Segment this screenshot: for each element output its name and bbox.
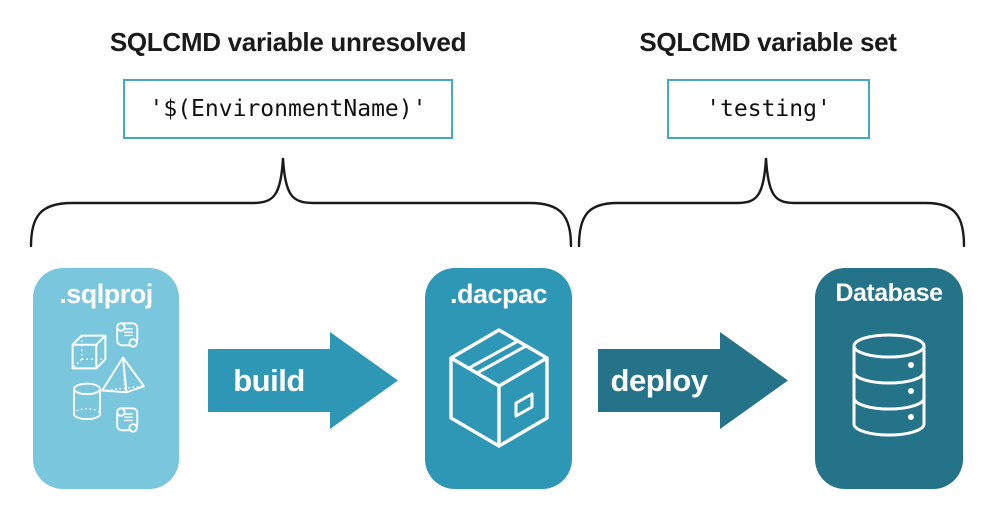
script-scroll-icon xyxy=(113,320,141,350)
stage-label-database: Database xyxy=(835,279,943,307)
cube-icon xyxy=(69,332,109,372)
heading-sqlcmd-set: SQLCMD variable set xyxy=(639,27,897,57)
brace-right-icon xyxy=(576,150,967,248)
code-value-set: 'testing' xyxy=(706,96,831,122)
brace-left-icon xyxy=(28,150,574,248)
pyramid-icon xyxy=(99,354,147,394)
stage-label-dacpac: .dacpac xyxy=(449,279,548,309)
cylinder-icon xyxy=(71,382,103,420)
build-arrow: build xyxy=(208,332,398,429)
build-arrow-label: build xyxy=(233,362,305,398)
script-scroll-icon xyxy=(113,404,141,436)
stage-card-dacpac: .dacpac xyxy=(425,268,572,489)
database-cylinder-icon xyxy=(849,330,929,442)
stage-card-sqlproj: .sqlproj xyxy=(33,268,179,489)
package-box-icon xyxy=(444,324,554,464)
code-box-unresolved: '$(EnvironmentName)' xyxy=(123,79,453,139)
code-box-set: 'testing' xyxy=(667,79,870,139)
heading-sqlcmd-unresolved: SQLCMD variable unresolved xyxy=(109,27,467,57)
deploy-arrow: deploy xyxy=(598,332,788,429)
deploy-arrow-label: deploy xyxy=(610,362,708,398)
code-value-unresolved: '$(EnvironmentName)' xyxy=(149,96,427,122)
stage-label-sqlproj: .sqlproj xyxy=(59,279,153,309)
stage-card-database: Database xyxy=(815,268,963,489)
